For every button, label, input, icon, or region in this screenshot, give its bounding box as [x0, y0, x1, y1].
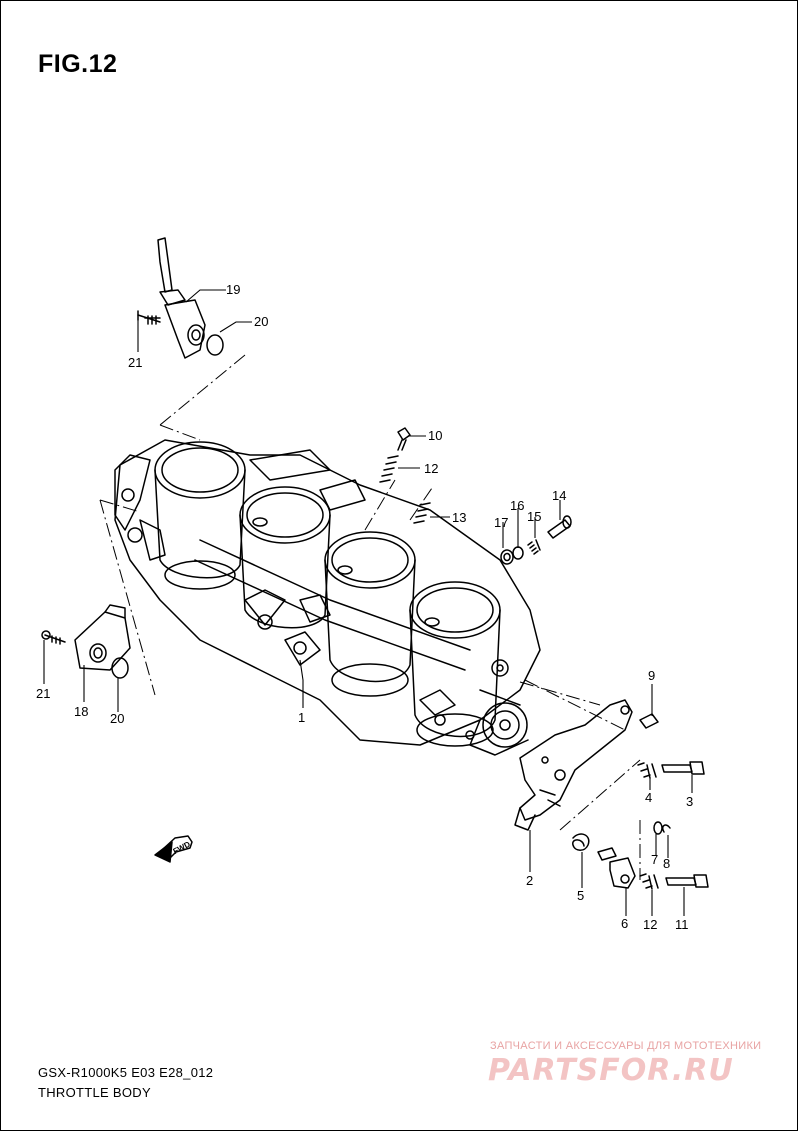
screw-spring-set-top — [379, 427, 431, 524]
forward-arrow-icon — [154, 835, 193, 863]
callout-3: 3 — [686, 794, 694, 809]
sensor-18-group — [41, 604, 131, 679]
callout-10: 10 — [428, 428, 443, 443]
callout-5: 5 — [577, 888, 585, 903]
callout-13: 13 — [452, 510, 467, 525]
bracket-part-2 — [514, 699, 633, 831]
callout-14: 14 — [552, 488, 567, 503]
callout-21-left: 21 — [36, 686, 51, 701]
callout-16: 16 — [510, 498, 525, 513]
bolt-spring-set-bracket — [637, 713, 705, 779]
callout-19: 19 — [226, 282, 241, 297]
callout-9: 9 — [648, 668, 656, 683]
figure-title: FIG.12 — [38, 50, 118, 78]
section-name: THROTTLE BODY — [38, 1085, 151, 1100]
callout-4: 4 — [645, 790, 653, 805]
callout-12-top: 12 — [424, 461, 439, 476]
callout-15: 15 — [527, 509, 542, 524]
callout-21-top: 21 — [128, 355, 143, 370]
callout-18: 18 — [74, 704, 89, 719]
callout-17: 17 — [494, 515, 509, 530]
callout-8: 8 — [663, 856, 671, 871]
leader-lines — [43, 289, 693, 916]
callout-11: 11 — [675, 917, 689, 932]
watermark-tagline: ЗАПЧАСТИ И АКСЕССУАРЫ ДЛЯ МОТОТЕХНИКИ — [490, 1040, 762, 1052]
callout-7: 7 — [651, 852, 659, 867]
alignment-lines — [99, 354, 641, 880]
callout-1: 1 — [298, 710, 306, 725]
callout-12-bottom: 12 — [643, 917, 658, 932]
callout-20-top: 20 — [254, 314, 269, 329]
sensor-19-group — [137, 237, 224, 359]
model-code: GSX-R1000K5 E03 E28_012 — [38, 1065, 214, 1080]
throttle-body-assembly — [114, 439, 541, 756]
watermark-logo: PARTSFOR.RU — [488, 1053, 734, 1088]
screw-washer-set-right — [500, 515, 572, 565]
lever-spring-set-bottom — [572, 821, 709, 890]
callout-2: 2 — [526, 873, 534, 888]
callout-6: 6 — [621, 916, 629, 931]
callout-20-left: 20 — [110, 711, 125, 726]
